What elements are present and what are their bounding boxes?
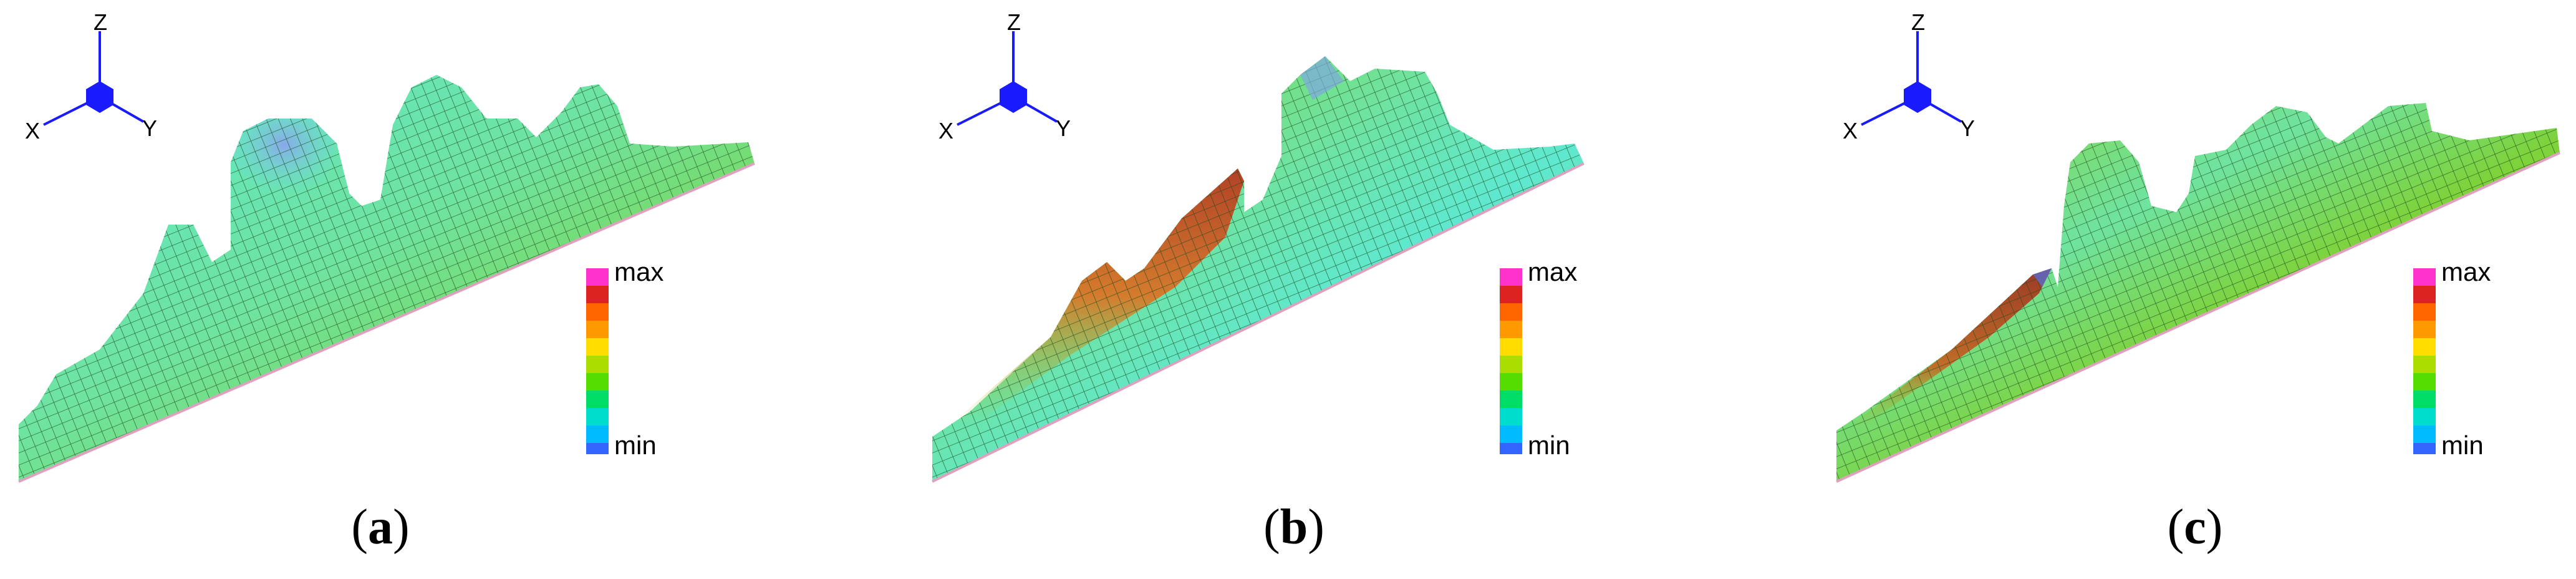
panel-a-caption: (a)	[351, 500, 410, 555]
base-edge	[1836, 152, 2560, 483]
panel-a-figure: Z X Y max min	[18, 9, 755, 483]
panel-a: Z X Y max min (a)	[0, 0, 859, 579]
color-scale-bar: max min	[2413, 257, 2491, 460]
panel-b-caption: (b)	[1263, 500, 1324, 555]
axis-z-label: Z	[1007, 9, 1021, 35]
legend-min-label: min	[2441, 431, 2484, 460]
axis-triad-icon: Z X Y	[1843, 9, 1975, 144]
axis-z-label: Z	[1911, 9, 1925, 35]
color-scale-bar: max min	[586, 257, 663, 460]
axis-y-label: Y	[1056, 115, 1071, 141]
panel-b-figure: Z X Y max min	[932, 9, 1585, 483]
panel-b-label: b	[1280, 500, 1308, 555]
mesh-body	[18, 75, 755, 483]
axis-z-label: Z	[94, 9, 107, 35]
axis-triad-icon: Z X Y	[25, 9, 157, 144]
color-scale-bar: max min	[1500, 257, 1577, 460]
panel-c-figure: Z X Y max min	[1836, 9, 2560, 483]
axis-x-label: X	[938, 118, 953, 144]
panel-c-label: c	[2184, 500, 2206, 555]
axis-y-label: Y	[142, 115, 157, 141]
legend-max-label: max	[2441, 257, 2491, 286]
axis-triad-icon: Z X Y	[938, 9, 1071, 144]
panel-b: Z X Y max min (b)	[914, 0, 1772, 579]
legend-min-label: min	[614, 431, 657, 460]
axis-x-label: X	[1843, 118, 1858, 144]
panel-c-caption: (c)	[2167, 500, 2223, 555]
mesh-body	[932, 56, 1585, 483]
mesh-body	[1836, 103, 2560, 483]
axis-x-label: X	[25, 118, 40, 144]
base-edge	[932, 162, 1585, 483]
legend-min-label: min	[1528, 431, 1570, 460]
legend-max-label: max	[614, 257, 663, 286]
axis-y-label: Y	[1960, 115, 1975, 141]
panel-c: Z X Y max min (c)	[1827, 0, 2576, 579]
panel-a-label: a	[368, 500, 393, 555]
base-edge	[18, 162, 755, 483]
legend-max-label: max	[1528, 257, 1577, 286]
